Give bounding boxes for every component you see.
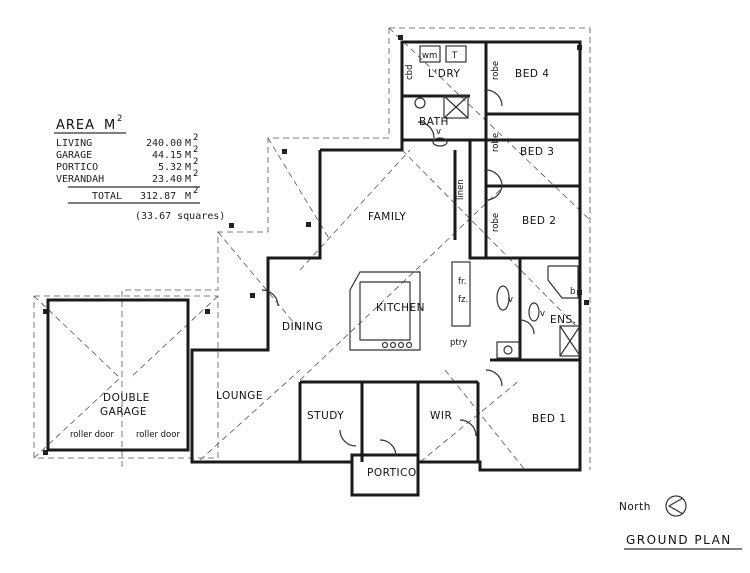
area-label-verandah: VERANDAH: [56, 174, 104, 185]
label-linen: linen: [456, 179, 466, 200]
north-arrow-icon: [665, 495, 687, 517]
area-exp-portico: 2: [193, 157, 198, 167]
label-bed3: BED 3: [520, 146, 554, 158]
area-label-living: LIVING: [56, 138, 92, 149]
area-value-verandah: 23.40: [152, 174, 182, 185]
label-pantry: ptry: [450, 338, 467, 348]
label-robe-2: robe: [491, 133, 501, 152]
label-v-1: v: [508, 295, 513, 305]
label-wm: wm: [422, 51, 437, 61]
area-unit-exp: 2: [117, 114, 122, 124]
label-family: FAMILY: [368, 211, 406, 223]
area-squares: (33.67 squares): [135, 211, 225, 222]
label-ens: ENS.: [550, 314, 577, 326]
area-label-total: TOTAL: [92, 191, 122, 202]
label-portico: PORTICO: [367, 467, 417, 479]
label-freezer: fz.: [458, 295, 468, 305]
label-roller-door-2: roller door: [136, 430, 180, 440]
area-exp-garage: 2: [193, 145, 198, 155]
label-kitchen: KITCHEN: [376, 302, 425, 314]
area-exp-living: 2: [193, 133, 198, 143]
label-bed2: BED 2: [522, 215, 556, 227]
area-unit-total: M: [185, 191, 191, 202]
doors: [261, 89, 535, 457]
area-exp-total: 2: [193, 186, 198, 196]
label-robe-1: robe: [491, 61, 501, 80]
label-v-2: v: [540, 309, 545, 319]
legend: North GROUND PLAN: [619, 495, 742, 550]
area-value-living: 240.00: [146, 138, 182, 149]
label-study: STUDY: [307, 410, 344, 422]
area-label-garage: GARAGE: [56, 150, 92, 161]
area-unit: M: [104, 118, 116, 133]
label-bath: BATH: [419, 116, 449, 128]
area-value-garage: 44.15: [152, 150, 182, 161]
area-table: AREA M 2 LIVING 240.00 M 2 GARAGE 44.15 …: [54, 114, 225, 222]
walls: [46, 40, 582, 497]
area-title: AREA: [56, 118, 95, 133]
label-wir: WIR: [430, 410, 452, 422]
area-unit-verandah: M: [185, 174, 191, 185]
label-garage: GARAGE: [100, 406, 147, 418]
label-bath-v: v: [436, 127, 441, 137]
area-exp-verandah: 2: [193, 169, 198, 179]
label-fridge: fr.: [458, 277, 466, 287]
label-double: DOUBLE: [103, 392, 150, 404]
area-unit-living: M: [185, 138, 191, 149]
label-tub: T: [451, 51, 458, 61]
north-label: North: [619, 501, 651, 513]
area-value-total: 312.87: [140, 191, 176, 202]
label-ldry: L'DRY: [428, 68, 460, 80]
label-bed4: BED 4: [515, 68, 549, 80]
label-lounge: LOUNGE: [216, 390, 263, 402]
label-roller-door-1: roller door: [70, 430, 114, 440]
area-unit-portico: M: [185, 162, 191, 173]
room-labels: cbd wm T L'DRY robe BED 4 BATH v robe BE…: [70, 51, 577, 479]
ground-plan-title: GROUND PLAN: [626, 533, 732, 547]
area-unit-garage: M: [185, 150, 191, 161]
area-value-portico: 5.32: [158, 162, 182, 173]
label-robe-3: robe: [491, 213, 501, 232]
fixtures: [381, 45, 581, 359]
label-dining: DINING: [282, 321, 323, 333]
area-label-portico: PORTICO: [56, 162, 98, 173]
roof-outline: [33, 27, 591, 471]
label-cbd: cbd: [405, 65, 415, 80]
label-bed1: BED 1: [532, 413, 566, 425]
label-b: b: [570, 287, 575, 297]
